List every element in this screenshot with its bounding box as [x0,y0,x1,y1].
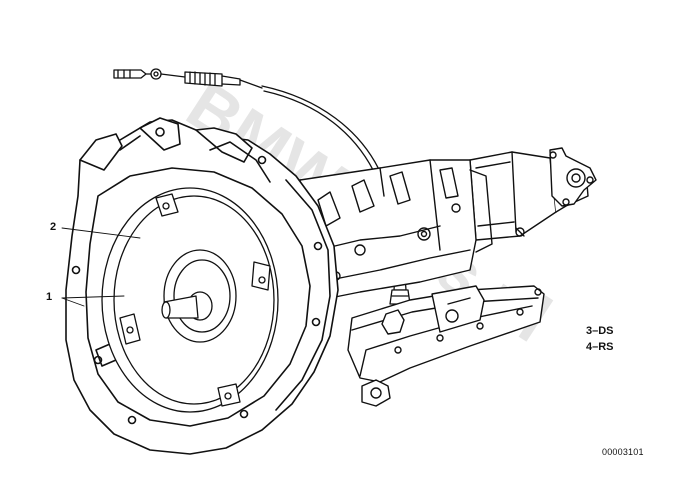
catalog-number: 00003101 [602,447,644,457]
variant-label-3ds: 3–DS [586,325,614,337]
callout-leaders [61,227,141,307]
torque-converter [101,187,279,413]
tail-housing [469,147,597,241]
variant-label-4rs: 4–RS [586,341,614,353]
callout-part-1: 1 [46,291,53,303]
callout-part-2: 2 [50,221,57,233]
oil-pan [347,285,545,407]
